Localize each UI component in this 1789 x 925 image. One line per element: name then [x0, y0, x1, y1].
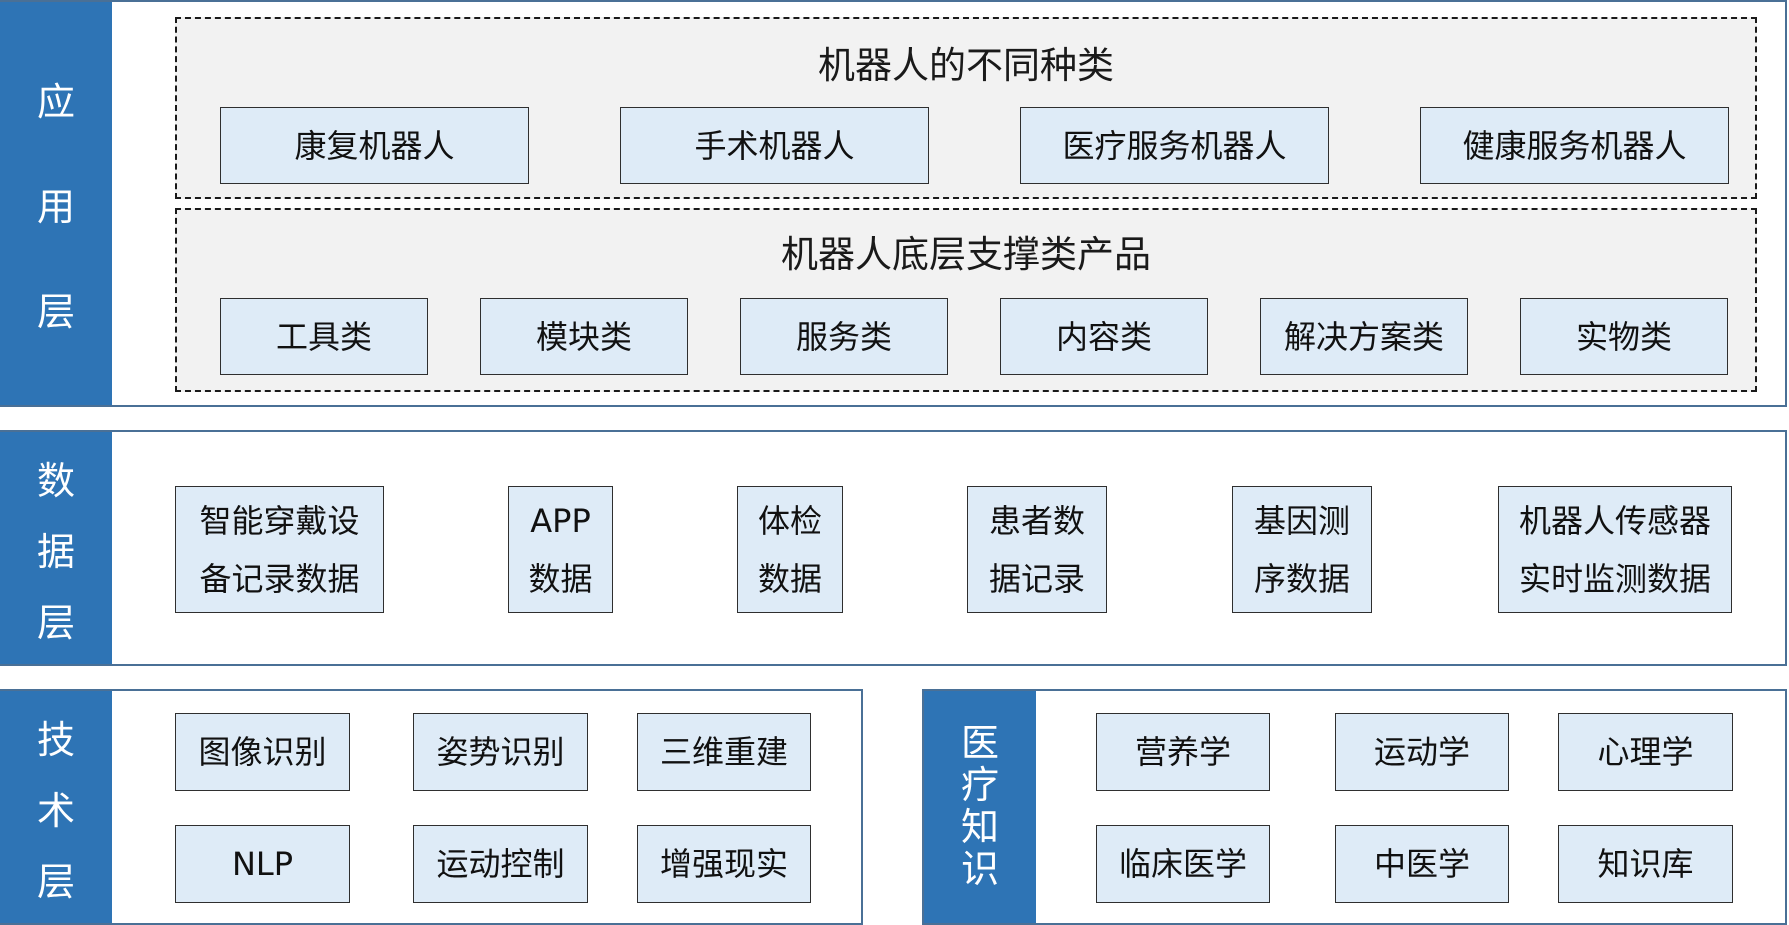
- label-char: 应: [36, 80, 75, 124]
- knowledge-box: 心理学: [1558, 713, 1733, 791]
- support-products-title: 机器人底层支撑类产品: [781, 233, 1151, 276]
- data-source-box: 智能穿戴设 备记录数据: [175, 486, 384, 613]
- label-char: 疗: [960, 763, 999, 808]
- data-source-box: 体检 数据: [737, 486, 843, 613]
- knowledge-box: 中医学: [1335, 825, 1509, 903]
- support-product-box: 内容类: [1000, 298, 1208, 375]
- robot-type-box: 手术机器人: [620, 107, 929, 184]
- robot-type-box: 健康服务机器人: [1420, 107, 1729, 184]
- label-char: 层: [36, 290, 75, 334]
- support-product-box: 服务类: [740, 298, 948, 375]
- medical-knowledge-layer: 医 疗 知 识 营养学 运动学 心理学 临床医学 中医学 知识库: [922, 689, 1787, 925]
- data-source-box: 机器人传感器 实时监测数据: [1498, 486, 1732, 613]
- tech-box: 运动控制: [413, 825, 588, 903]
- knowledge-box: 营养学: [1096, 713, 1270, 791]
- label-char: 数: [36, 458, 75, 503]
- medical-knowledge-label: 医 疗 知 识: [924, 691, 1036, 923]
- data-source-box: 患者数 据记录: [967, 486, 1107, 613]
- label-char: 识: [960, 846, 999, 891]
- tech-box: NLP: [175, 825, 350, 903]
- label-char: 术: [36, 788, 75, 833]
- data-source-box: APP 数据: [508, 486, 613, 613]
- knowledge-box: 临床医学: [1096, 825, 1270, 903]
- support-product-box: 模块类: [480, 298, 688, 375]
- support-products-group: 机器人底层支撑类产品 工具类 模块类 服务类 内容类 解决方案类 实物类: [175, 208, 1757, 392]
- tech-box: 姿势识别: [413, 713, 588, 791]
- label-char: 知: [960, 805, 999, 849]
- knowledge-box: 知识库: [1558, 825, 1733, 903]
- label-char: 技: [36, 717, 75, 762]
- data-layer-label: 数 据 层: [0, 432, 112, 664]
- label-char: 层: [36, 600, 75, 645]
- data-layer: 数 据 层 智能穿戴设 备记录数据 APP 数据 体检 数据 患者数 据记录 基…: [0, 430, 1787, 666]
- label-char: 用: [36, 185, 75, 229]
- robot-types-group: 机器人的不同种类 康复机器人 手术机器人 医疗服务机器人 健康服务机器人: [175, 17, 1757, 199]
- tech-box: 图像识别: [175, 713, 350, 791]
- support-product-box: 实物类: [1520, 298, 1728, 375]
- label-char: 据: [36, 529, 75, 574]
- support-product-box: 解决方案类: [1260, 298, 1468, 375]
- robot-type-box: 医疗服务机器人: [1020, 107, 1329, 184]
- robot-types-title: 机器人的不同种类: [818, 44, 1114, 87]
- knowledge-box: 运动学: [1335, 713, 1509, 791]
- tech-box: 三维重建: [637, 713, 811, 791]
- tech-layer: 技 术 层 图像识别 姿势识别 三维重建 NLP 运动控制 增强现实: [0, 689, 863, 925]
- tech-layer-label: 技 术 层: [0, 691, 112, 923]
- support-product-box: 工具类: [220, 298, 428, 375]
- tech-box: 增强现实: [637, 825, 811, 903]
- data-source-box: 基因测 序数据: [1232, 486, 1372, 613]
- robot-type-box: 康复机器人: [220, 107, 529, 184]
- label-char: 层: [36, 859, 75, 904]
- application-layer: 应 用 层 机器人的不同种类 康复机器人 手术机器人 医疗服务机器人 健康服务机…: [0, 0, 1787, 407]
- application-layer-label: 应 用 层: [0, 2, 112, 405]
- label-char: 医: [960, 721, 999, 766]
